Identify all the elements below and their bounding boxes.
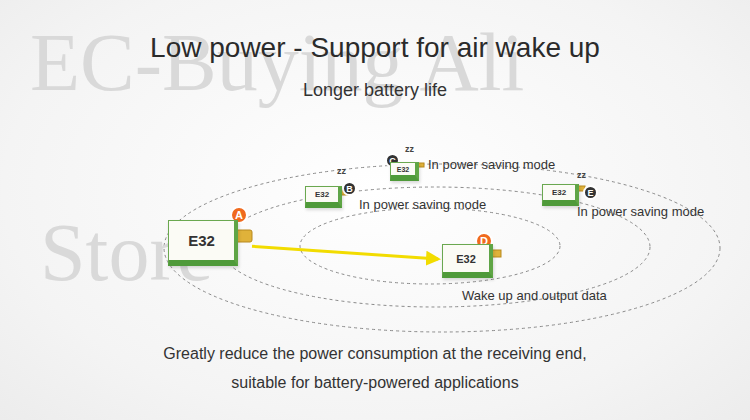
callout-letter: B — [342, 181, 357, 196]
status-note: In power saving mode — [577, 204, 704, 219]
wake-arrow — [252, 246, 438, 259]
title: Low power - Support for air wake up — [0, 32, 750, 64]
module-label: E32 — [397, 166, 409, 173]
sleep-mark: zz — [577, 170, 586, 180]
radio-module: E32 — [542, 184, 579, 206]
callout-letter: E — [583, 185, 598, 200]
module-label: E32 — [552, 188, 566, 197]
module-label: E32 — [456, 253, 476, 265]
module-label: E32 — [315, 190, 329, 199]
subtitle: Longer battery life — [0, 80, 750, 101]
radio-module: E32 — [442, 244, 493, 278]
module-label: E32 — [188, 232, 215, 249]
radio-module: E32 — [305, 186, 342, 208]
status-note: Wake up and output data — [462, 288, 607, 303]
sleep-mark: zz — [405, 144, 414, 154]
status-note: In power saving mode — [428, 157, 555, 172]
radio-module: E32 — [168, 220, 238, 266]
status-note: In power saving mode — [359, 197, 486, 212]
sleep-mark: zz — [337, 166, 346, 176]
caption: Greatly reduce the power consumption at … — [140, 339, 610, 397]
radio-module: E32 — [390, 162, 419, 181]
